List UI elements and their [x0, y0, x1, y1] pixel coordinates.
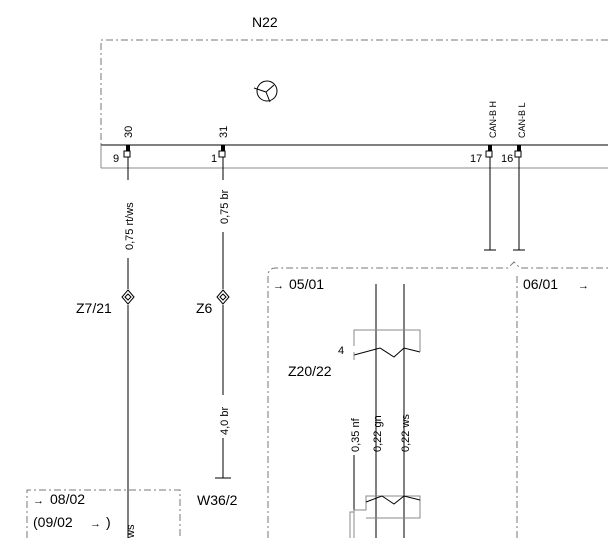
pin-label: CAN-B H — [488, 101, 498, 138]
wire-spec: ws — [125, 524, 137, 538]
wire-spec: 0,22 ws — [400, 414, 412, 452]
component-label: Z6 — [196, 300, 213, 316]
wire-spec: 0,22 gn — [372, 415, 384, 452]
reference-arrow: → — [273, 280, 284, 292]
splice-z6: Z6 — [196, 289, 230, 316]
wire-spec: 0,75 br — [219, 189, 231, 224]
wire-can-b-h — [484, 157, 496, 251]
pin-can-b-h: CAN-B H 17 — [470, 101, 498, 165]
reference-box-05-01: → 05/01 — [267, 261, 608, 538]
pin-can-b-l: CAN-B L 16 — [501, 102, 527, 165]
pin-label: 30 — [123, 126, 135, 138]
component-label: W36/2 — [197, 492, 238, 508]
reference-arrow: → — [33, 495, 44, 507]
pin-number: 1 — [211, 153, 217, 165]
pin-number: 16 — [501, 153, 513, 165]
wire-can-b-l — [513, 157, 525, 251]
reference-close: ) — [106, 514, 111, 530]
wire-spec: 0,75 rt/ws — [124, 202, 136, 250]
wire-br: 0,75 br 4,0 br — [215, 157, 231, 479]
connector-pin: 4 — [338, 345, 344, 357]
module-label: N22 — [252, 14, 278, 30]
ground-symbol-icon — [253, 80, 278, 103]
module-n22: N22 — [100, 14, 608, 169]
reference-box-06-01: 06/01 → — [523, 276, 589, 292]
reference-label: 05/01 — [289, 276, 324, 292]
reference-box-08-02: → 08/02 (09/02 → ) ws — [26, 489, 181, 538]
ground-point-w36-2: W36/2 — [197, 492, 238, 508]
reference-label: 06/01 — [523, 276, 558, 292]
wire-rt-ws: 0,75 rt/ws — [124, 157, 136, 538]
pin-number: 9 — [113, 153, 119, 165]
pin-label: CAN-B L — [517, 102, 527, 138]
component-label: Z20/22 — [288, 363, 332, 379]
reference-arrow: → — [90, 518, 101, 530]
pin-number: 17 — [470, 153, 482, 165]
reference-arrow: → — [578, 280, 589, 292]
connector-z20-22: 4 Z20/22 0,35 nf 0,22 gn 0,22 ws — [288, 284, 421, 538]
wire-spec: 0,35 nf — [350, 417, 362, 452]
splice-z7-21: Z7/21 — [76, 289, 135, 316]
component-label: Z7/21 — [76, 300, 112, 316]
pin-label: 31 — [218, 126, 230, 138]
pin-30: 30 9 — [113, 126, 135, 165]
wire-spec: 4,0 br — [219, 407, 231, 435]
pin-31: 31 1 — [211, 126, 230, 165]
reference-label: 08/02 — [50, 491, 85, 507]
reference-label: (09/02 — [33, 514, 73, 530]
